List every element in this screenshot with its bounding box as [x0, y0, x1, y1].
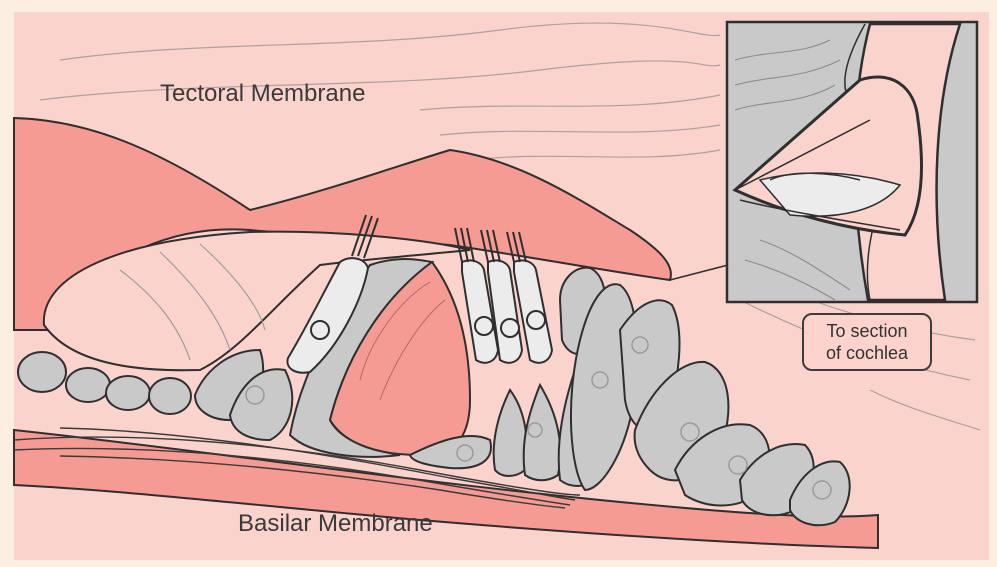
callout-line-2: of cochlea — [826, 342, 908, 364]
tectoral-membrane-label: Tectoral Membrane — [160, 80, 365, 108]
cochlea-callout: To section of cochlea — [802, 313, 932, 371]
cochlea-inset — [727, 22, 977, 302]
callout-line-1: To section — [826, 320, 907, 342]
basilar-membrane-label: Basilar Membrane — [238, 510, 433, 538]
